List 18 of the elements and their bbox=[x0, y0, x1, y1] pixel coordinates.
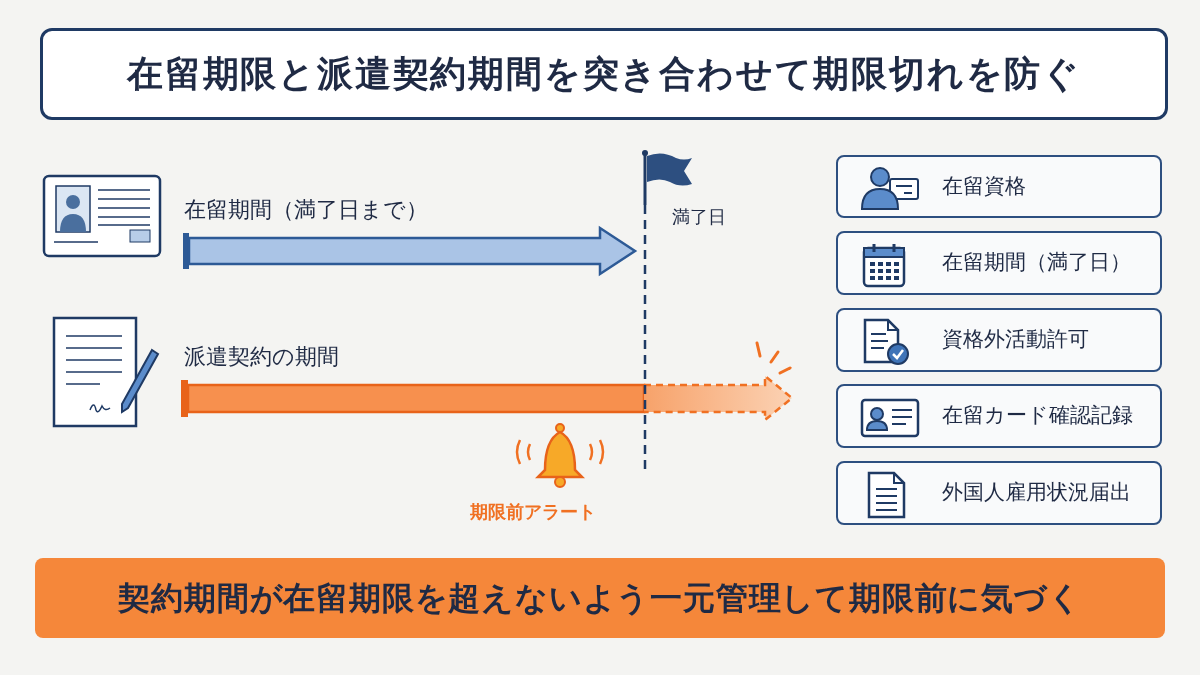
checklist-card bbox=[836, 461, 1162, 525]
item-label: 在留資格 bbox=[942, 172, 1026, 200]
checklist-card bbox=[836, 231, 1162, 295]
period-label: 在留期間（満了日まで） bbox=[184, 196, 428, 224]
summary-banner bbox=[35, 558, 1165, 638]
expiry-label: 満了日 bbox=[672, 205, 726, 229]
title-text: 在留期限と派遣契約期間を突き合わせて期限切れを防ぐ bbox=[127, 52, 1081, 96]
summary-text: 契約期間が在留期限を超えないよう一元管理して期限前に気づく bbox=[118, 578, 1082, 619]
checklist-card bbox=[836, 384, 1162, 448]
item-label: 外国人雇用状況届出 bbox=[942, 479, 1131, 507]
checklist-card bbox=[836, 308, 1162, 372]
item-label: 資格外活動許可 bbox=[942, 326, 1089, 354]
item-label: 在留期間（満了日） bbox=[942, 249, 1131, 277]
period-label: 派遣契約の期間 bbox=[184, 343, 339, 371]
title-box bbox=[40, 28, 1168, 120]
checklist-card bbox=[836, 155, 1162, 218]
alert-label: 期限前アラート bbox=[470, 500, 596, 524]
item-label: 在留カード確認記録 bbox=[942, 402, 1133, 430]
